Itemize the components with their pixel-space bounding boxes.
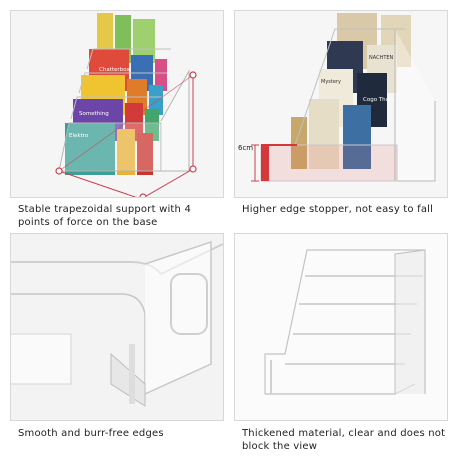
book-title-2: Something <box>79 111 109 117</box>
force-point-2 <box>139 193 147 197</box>
feature-panel-thickened-material <box>234 233 448 421</box>
edge-stopper-image: Cogo Thurs NACHTEN Mystery <box>235 11 447 197</box>
book-title-4: Cogo Thurs <box>363 97 394 103</box>
height-measure-label: 6cm <box>238 144 254 152</box>
force-point-4 <box>189 71 197 79</box>
caption-thickened-material: Thickened material, clear and does not b… <box>242 428 446 452</box>
feature-panel-smooth-edges <box>10 233 224 421</box>
force-point-3 <box>189 165 197 173</box>
book-title-3: Elektro <box>69 133 89 139</box>
clear-rack-image <box>235 234 447 420</box>
book-title-5: NACHTEN <box>369 55 394 61</box>
rack-with-books-image: Chatterbox Something Elektro <box>11 11 223 197</box>
smooth-edges-image <box>11 234 223 420</box>
caption-stable-support: Stable trapezoidal support with 4 points… <box>18 204 192 228</box>
feature-panel-edge-stopper: Cogo Thurs NACHTEN Mystery 6cm <box>234 10 448 198</box>
book-title-1: Chatterbox <box>99 67 130 73</box>
caption-smooth-edges: Smooth and burr-free edges <box>18 428 164 439</box>
feature-panel-stable-support: Chatterbox Something Elektro <box>10 10 224 198</box>
book-title-6: Mystery <box>321 79 341 85</box>
caption-edge-stopper: Higher edge stopper, not easy to fall <box>242 204 434 215</box>
force-point-1 <box>55 167 63 175</box>
